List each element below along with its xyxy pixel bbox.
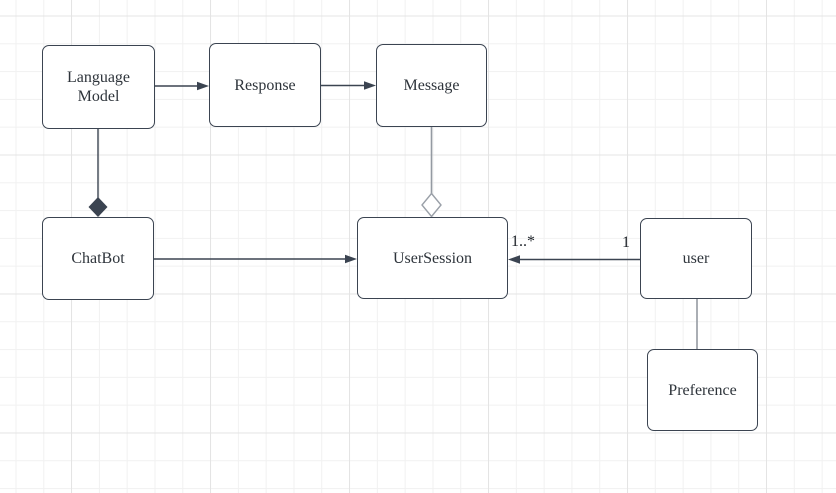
arrowhead-icon: [364, 81, 376, 90]
edge-user-to-usersession[interactable]: [508, 255, 640, 264]
node-label: Language Model: [66, 69, 131, 105]
edge-language-model-to-response[interactable]: [154, 81, 209, 91]
filled-diamond-icon: [88, 197, 108, 217]
arrowhead-icon: [345, 254, 357, 264]
arrowhead-icon: [197, 81, 209, 91]
node-label: Message: [403, 77, 460, 94]
node-usersession[interactable]: UserSession: [357, 217, 508, 299]
hollow-diamond-icon: [421, 192, 442, 218]
edge-language-model-to-chatbot[interactable]: [88, 129, 108, 217]
edge-chatbot-to-usersession[interactable]: [154, 254, 357, 264]
node-label: ChatBot: [71, 250, 125, 267]
node-label: Response: [234, 76, 296, 94]
node-user[interactable]: user: [640, 218, 752, 299]
node-preference[interactable]: Preference: [647, 349, 758, 431]
node-label: UserSession: [392, 249, 473, 267]
edge-message-to-usersession[interactable]: [421, 127, 442, 218]
node-language-model[interactable]: Language Model: [42, 45, 155, 129]
node-chatbot[interactable]: ChatBot: [42, 217, 154, 300]
node-message[interactable]: Message: [376, 44, 487, 127]
node-label: user: [682, 250, 710, 267]
multiplicity-label-usersession-end: 1..*: [511, 233, 535, 250]
arrowhead-icon: [508, 255, 520, 264]
edge-response-to-message[interactable]: [321, 81, 376, 90]
node-response[interactable]: Response: [209, 43, 321, 127]
node-label: Preference: [668, 381, 737, 399]
multiplicity-label-user-end: 1: [622, 234, 630, 251]
